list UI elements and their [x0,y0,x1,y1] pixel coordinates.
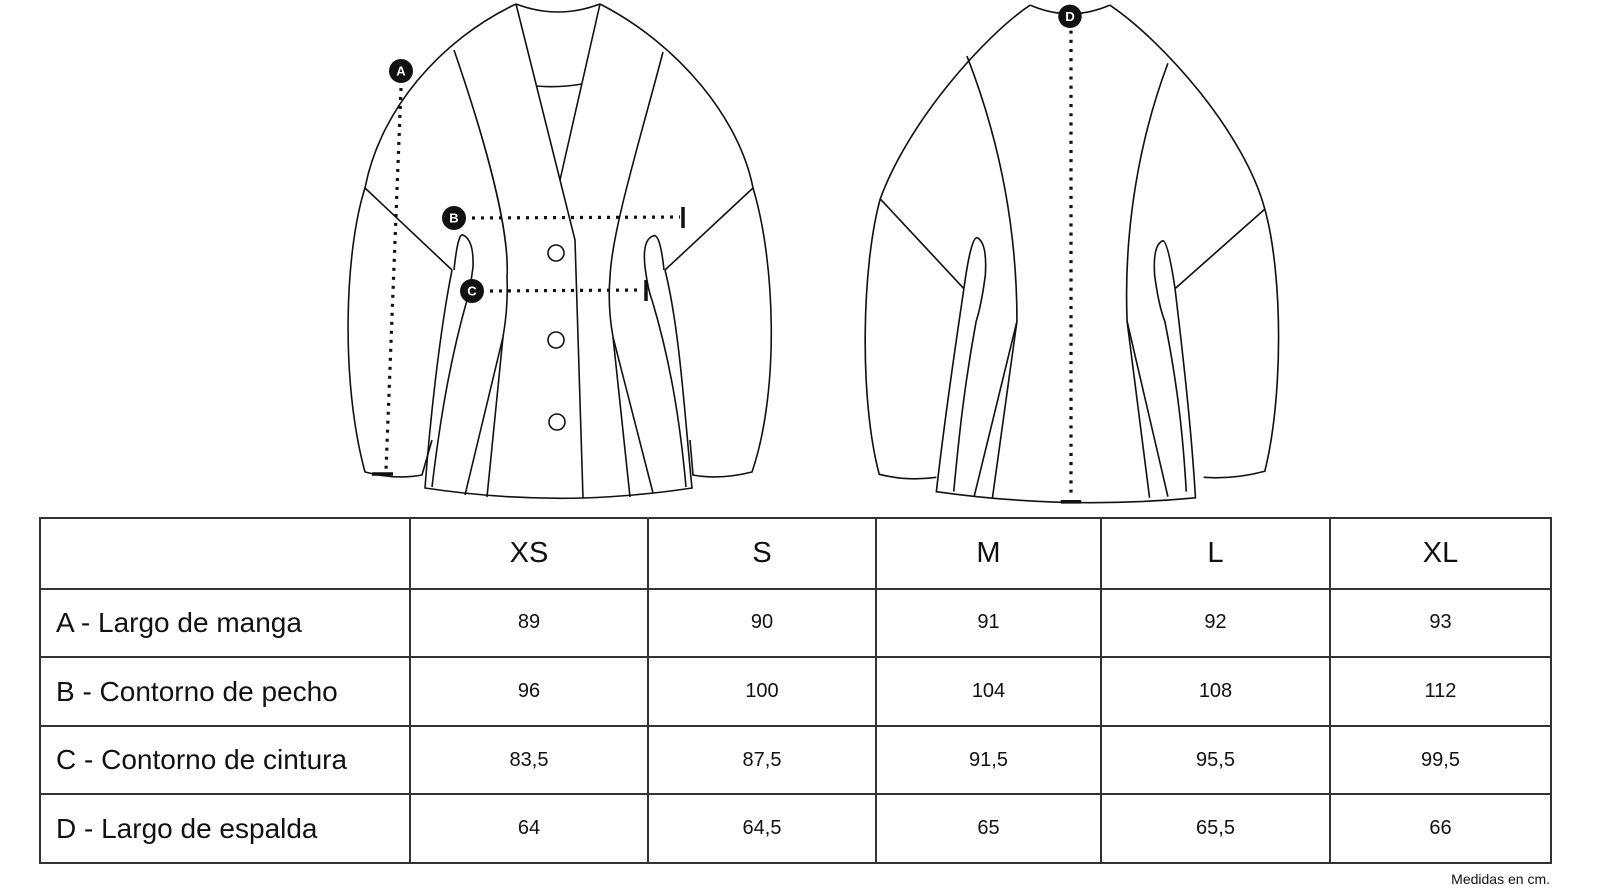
garment-diagram: A B C D [347,3,1280,504]
size-header-xs: XS [409,517,649,590]
cell-value: 112 [1329,656,1552,727]
cell-value: 91,5 [875,724,1102,796]
size-header-xl: XL [1329,517,1552,590]
cell-value: 100 [647,656,877,727]
button-icon [547,331,565,349]
button-icon [548,413,566,431]
row-label: A - Largo de manga [39,587,411,659]
cell-value: 90 [647,587,877,659]
marker-b: B [442,206,466,230]
marker-c: C [460,279,484,303]
front-view-jacket: A B C [347,3,773,500]
cell-value: 95,5 [1100,724,1331,796]
cell-value: 83,5 [409,724,649,796]
cell-value: 91 [875,587,1102,659]
cell-value: 64 [409,793,649,864]
size-header-m: M [875,517,1102,590]
svg-text:B: B [449,211,458,226]
table-row: D - Largo de espalda 64 64,5 65 65,5 66 [39,793,1552,864]
cell-value: 108 [1100,656,1331,727]
row-label: B - Contorno de pecho [39,656,411,727]
cell-value: 104 [875,656,1102,727]
back-view-jacket: D [864,4,1280,504]
cell-value: 96 [409,656,649,727]
size-chart-table: XS S M L XL A - Largo de manga 89 90 91 … [39,517,1552,864]
svg-text:A: A [396,64,406,79]
svg-text:D: D [1065,9,1075,24]
cell-value: 64,5 [647,793,877,864]
size-header-s: S [647,517,877,590]
units-footnote: Medidas en cm. [1451,871,1550,887]
row-label: D - Largo de espalda [39,793,411,864]
button-icon [547,244,565,262]
cell-value: 93 [1329,587,1552,659]
row-label: C - Contorno de cintura [39,724,411,796]
table-row: B - Contorno de pecho 96 100 104 108 112 [39,656,1552,727]
svg-text:C: C [467,284,477,299]
cell-value: 89 [409,587,649,659]
table-header-row: XS S M L XL [39,517,1552,590]
table-row: A - Largo de manga 89 90 91 92 93 [39,587,1552,659]
marker-d: D [1058,4,1082,29]
corner-cell [39,517,411,590]
table-row: C - Contorno de cintura 83,5 87,5 91,5 9… [39,724,1552,796]
cell-value: 92 [1100,587,1331,659]
cell-value: 66 [1329,793,1552,864]
marker-a: A [389,59,413,83]
cell-value: 87,5 [647,724,877,796]
cell-value: 65,5 [1100,793,1331,864]
cell-value: 65 [875,793,1102,864]
cell-value: 99,5 [1329,724,1552,796]
size-header-l: L [1100,517,1331,590]
